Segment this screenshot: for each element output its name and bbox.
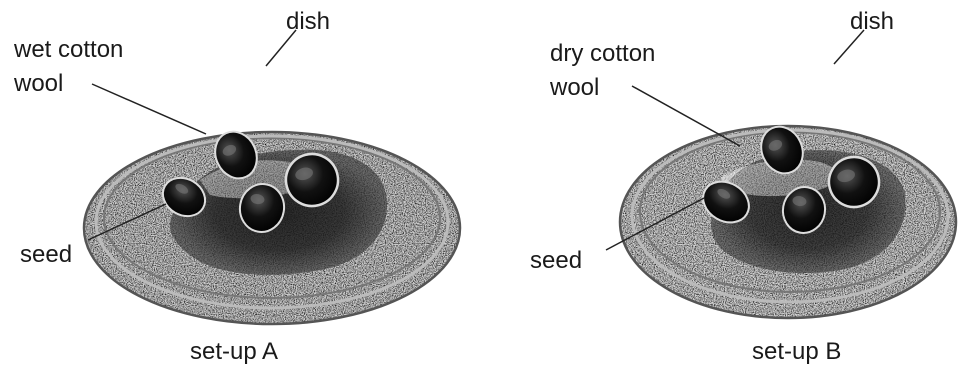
dish-leader-line (266, 30, 296, 66)
setup-b-dish-label: dish (850, 10, 894, 34)
setup-a-seed-label: seed (20, 243, 72, 267)
setup-b-cotton-label-line2: wool (550, 76, 599, 100)
setup-b-cotton-label-line1: dry cotton (550, 42, 655, 66)
setup-b-caption: set-up B (752, 340, 841, 364)
setup-a-dish-label: dish (286, 10, 330, 34)
setup-a-caption: set-up A (190, 340, 278, 364)
dish-leader-line (834, 30, 864, 64)
setup-a-cotton-label-line1: wet cotton (14, 38, 123, 62)
cotton-leader-line (92, 84, 206, 134)
setup-b-seed-label: seed (530, 249, 582, 273)
setup-a-cotton-label-line2: wool (14, 72, 63, 96)
cotton-leader-line (632, 86, 740, 146)
